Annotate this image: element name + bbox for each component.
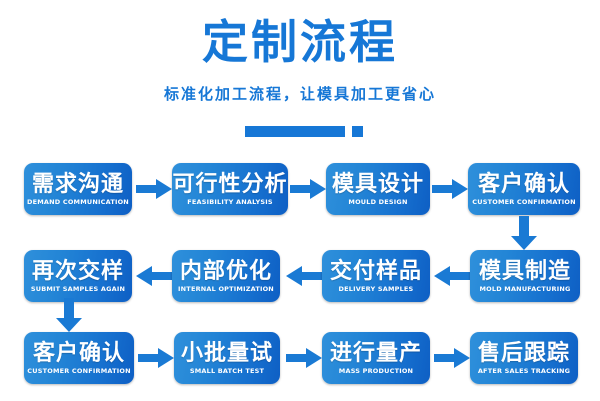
- flow-node-label-cn: 交付样品: [329, 258, 422, 284]
- flow-node-label-cn: 模具设计: [331, 171, 424, 197]
- flow-node-label-cn: 需求沟通: [31, 171, 124, 197]
- flow-node-internal-optimization[interactable]: 内部优化 INTERNAL OPTIMIZATION: [172, 250, 280, 302]
- arrow-right-icon: [290, 177, 326, 201]
- arrow-right-icon: [138, 346, 174, 370]
- flow-node-customer-confirmation-2[interactable]: 客户确认 CUSTOMER CONFIRMATION: [24, 332, 134, 384]
- page-title: 定制流程: [202, 15, 398, 69]
- flow-node-label-cn: 客户确认: [32, 340, 125, 366]
- header: 定制流程 标准化加工流程，让模具加工更省心: [0, 0, 600, 150]
- flow-node-label-en: CUSTOMER CONFIRMATION: [472, 197, 576, 206]
- arrow-down-icon: [511, 216, 537, 250]
- flow-node-delivery-samples[interactable]: 交付样品 DELIVERY SAMPLES: [322, 250, 430, 302]
- arrow-left-icon: [434, 264, 470, 288]
- flow-node-label-en: AFTER SALES TRACKING: [477, 366, 571, 375]
- flow-node-label-cn: 进行量产: [329, 340, 422, 366]
- flow-node-mold-manufacturing[interactable]: 模具制造 MOLD MANUFACTURING: [470, 250, 580, 302]
- flow-node-label-cn: 内部优化: [179, 258, 272, 284]
- flow-node-label-en: DELIVERY SAMPLES: [338, 284, 414, 293]
- arrow-left-icon: [286, 264, 322, 288]
- flow-node-label-cn: 模具制造: [478, 258, 571, 284]
- flow-node-label-en: SUBMIT SAMPLES AGAIN: [30, 284, 126, 293]
- flow-node-customer-confirmation-1[interactable]: 客户确认 CUSTOMER CONFIRMATION: [468, 163, 580, 215]
- flow-node-small-batch-test[interactable]: 小批量试 SMALL BATCH TEST: [174, 332, 280, 384]
- flow-node-feasibility-analysis[interactable]: 可行性分析 FEASIBILITY ANALYSIS: [172, 163, 288, 215]
- flow-node-label-cn: 再次交样: [31, 258, 124, 284]
- header-divider: [0, 126, 600, 138]
- arrow-right-icon: [432, 177, 468, 201]
- flow-node-label-en: MOLD MANUFACTURING: [479, 284, 571, 293]
- flow-node-label-en: MOULD DESIGN: [348, 197, 408, 206]
- flow-node-mass-production[interactable]: 进行量产 MASS PRODUCTION: [322, 332, 430, 384]
- flow-row-1: 需求沟通 DEMAND COMMUNICATION 可行性分析 FEASIBIL…: [0, 163, 600, 215]
- flow-node-label-en: SMALL BATCH TEST: [189, 366, 265, 375]
- arrow-left-icon: [136, 264, 172, 288]
- arrow-down-icon: [56, 298, 82, 332]
- flow-node-label-en: INTERNAL OPTIMIZATION: [178, 284, 274, 293]
- flow-node-mould-design[interactable]: 模具设计 MOULD DESIGN: [326, 163, 430, 215]
- flow-node-submit-samples-again[interactable]: 再次交样 SUBMIT SAMPLES AGAIN: [24, 250, 132, 302]
- flow-node-label-en: DEMAND COMMUNICATION: [27, 197, 129, 206]
- page-subtitle: 标准化加工流程，让模具加工更省心: [163, 85, 436, 103]
- arrow-right-icon: [286, 346, 322, 370]
- flow-node-label-cn: 客户确认: [477, 171, 570, 197]
- flow-node-label-cn: 小批量试: [180, 340, 273, 366]
- flow-node-label-en: MASS PRODUCTION: [338, 366, 414, 375]
- flow-node-after-sales-tracking[interactable]: 售后跟踪 AFTER SALES TRACKING: [470, 332, 578, 384]
- divider-bar: [245, 126, 345, 137]
- arrow-right-icon: [434, 346, 470, 370]
- flow-row-2: 再次交样 SUBMIT SAMPLES AGAIN 内部优化 INTERNAL …: [0, 250, 600, 302]
- arrow-right-icon: [136, 177, 172, 201]
- flow-node-demand-communication[interactable]: 需求沟通 DEMAND COMMUNICATION: [24, 163, 132, 215]
- flow-node-label-en: FEASIBILITY ANALYSIS: [187, 197, 273, 206]
- flow-node-label-cn: 可行性分析: [172, 171, 288, 197]
- flow-row-3: 客户确认 CUSTOMER CONFIRMATION 小批量试 SMALL BA…: [0, 332, 600, 384]
- flow-node-label-en: CUSTOMER CONFIRMATION: [27, 366, 131, 375]
- divider-square: [352, 126, 363, 137]
- flow-node-label-cn: 售后跟踪: [477, 340, 570, 366]
